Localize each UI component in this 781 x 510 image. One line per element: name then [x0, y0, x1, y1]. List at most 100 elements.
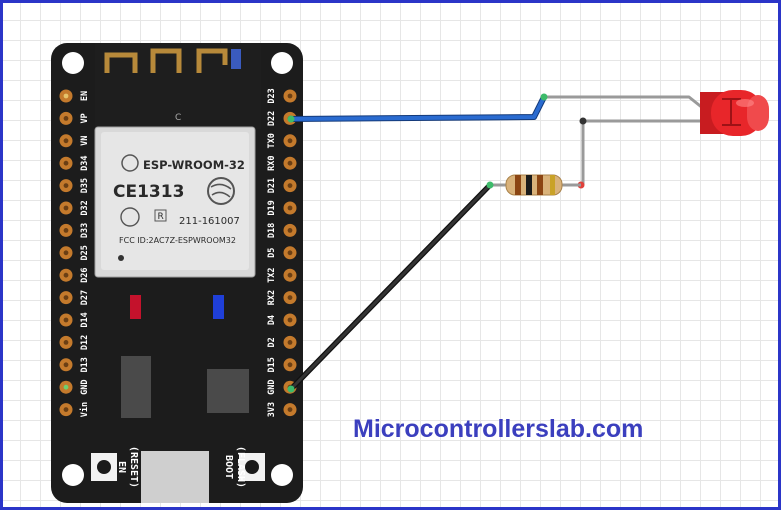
right-pin-d22-label: D22	[267, 111, 277, 126]
red-led[interactable]	[700, 90, 769, 136]
left-pin-d25-hole	[63, 250, 69, 256]
left-pin-d35-hole	[63, 183, 69, 189]
power-led	[130, 295, 141, 319]
r-mark: R	[158, 212, 164, 222]
left-pin-vn-label: VN	[80, 136, 90, 146]
left-pin-vp-hole	[63, 116, 69, 121]
right-pin-d21-label: D21	[267, 178, 277, 193]
onboard-blue-led	[213, 295, 224, 319]
resistor-ground-junction	[486, 181, 494, 189]
esp32-board: C ESP-WROOM-32 CE1313 R 211-161007 FCC I…	[51, 43, 303, 503]
pin1-marker	[118, 255, 124, 261]
left-pin-d33-label: D33	[80, 223, 90, 238]
ground-wire[interactable]	[289, 183, 492, 391]
left-pin-d26-label: D26	[80, 268, 90, 283]
left-pin-d33-hole	[63, 228, 69, 233]
left-pin-vn-hole	[63, 138, 69, 144]
left-pin-d32-hole	[63, 205, 69, 211]
boot-button[interactable]	[245, 460, 259, 474]
mount-hole-top-right	[271, 52, 293, 74]
signal-wire-d22[interactable]	[289, 95, 546, 121]
resistor[interactable]	[505, 174, 563, 196]
pcb-antenna-trace	[104, 48, 228, 73]
right-pin-tx2-label: TX2	[267, 268, 277, 283]
right-pin-rx2-hole	[287, 295, 293, 300]
r-mark-box	[154, 209, 167, 222]
usb-connector	[141, 451, 209, 503]
giteki-mark-icon	[120, 207, 140, 227]
left-pin-d13-label: D13	[80, 357, 90, 372]
voltage-regulator-chip	[121, 356, 151, 418]
right-pin-tx2-hole	[287, 272, 293, 278]
resistor-band-1	[515, 175, 521, 195]
left-pin-d13-hole	[63, 362, 69, 368]
left-pin-en-label: EN	[80, 91, 90, 101]
mount-hole-bottom-left	[62, 464, 84, 486]
left-pin-d34-label: D34	[80, 156, 90, 171]
chip-model: ESP-WROOM-32	[143, 158, 245, 172]
left-pin-d34-hole	[63, 160, 69, 166]
led-highlight	[736, 99, 754, 107]
right-pin-rx0-hole	[287, 160, 293, 166]
right-pin-header: D23D22TX0RX0D21D19D18D5TX2RX2D4D2D15GND3…	[267, 88, 297, 417]
left-pin-d35-label: D35	[80, 178, 90, 193]
watermark-text: Microcontrollerslab.com	[353, 415, 644, 443]
right-pin-d21-hole	[287, 183, 293, 189]
right-pin-tx0-label: TX0	[267, 133, 277, 148]
diagram-canvas: C ESP-WROOM-32 CE1313 R 211-161007 FCC I…	[51, 43, 769, 503]
espressif-badge-wave-icon	[210, 183, 232, 198]
left-pin-vp-label: VP	[80, 113, 90, 123]
right-pin-gnd-label: GND	[267, 380, 277, 395]
right-pin-rx2-label: RX2	[267, 290, 277, 305]
right-pin-3v3-label: 3V3	[267, 402, 277, 417]
right-pin-d23-hole	[287, 93, 293, 99]
led-cathode-leg	[581, 119, 702, 185]
left-pin-en-hole	[63, 93, 69, 99]
espressif-badge-icon	[207, 177, 235, 205]
led-die-icon	[722, 98, 741, 126]
right-pin-d15-label: D15	[267, 357, 277, 372]
resistor-band-tolerance	[550, 175, 555, 195]
right-pin-d5-hole	[287, 250, 293, 256]
left-pin-d12-label: D12	[80, 335, 90, 350]
wires	[287, 93, 705, 393]
espressif-logo-icon	[121, 154, 139, 172]
right-pin-3v3-hole	[287, 407, 293, 412]
led-anode-leg	[544, 95, 705, 111]
boot-button-label: BOOT	[223, 455, 234, 479]
mount-hole-bottom-right	[271, 464, 293, 486]
right-pin-d4-hole	[287, 317, 293, 323]
gnd-pin-junction	[287, 385, 295, 393]
left-pin-d25-label: D25	[80, 245, 90, 260]
usb-uart-chip	[207, 369, 249, 413]
right-pin-d2-hole	[287, 340, 293, 345]
right-pin-d2-label: D2	[267, 337, 277, 347]
left-pin-gnd-label: GND	[80, 380, 90, 395]
left-pin-d26-hole	[63, 272, 69, 278]
en-button[interactable]	[97, 460, 111, 474]
right-pin-d18-hole	[287, 228, 293, 233]
antenna-mark: C	[175, 113, 181, 123]
left-pin-vin-label: Vin	[79, 402, 90, 417]
left-pin-d27-hole	[63, 295, 69, 300]
resistor-band-3	[537, 175, 543, 195]
right-pin-d19-hole	[287, 205, 293, 211]
resistor-band-2	[526, 175, 532, 195]
right-pin-d4-label: D4	[267, 315, 277, 325]
boot-button-sublabel: (FLASH)	[235, 446, 246, 488]
left-pin-d27-label: D27	[80, 290, 90, 305]
cert-code: CE1313	[113, 182, 184, 202]
approval-number: 211-161007	[179, 216, 240, 227]
left-pin-d32-label: D32	[80, 200, 90, 215]
mount-hole-top-left	[62, 52, 84, 74]
right-pin-tx0-hole	[287, 138, 293, 144]
left-pin-d14-label: D14	[80, 312, 90, 327]
en-button-sublabel: (RESET)	[128, 446, 139, 488]
right-pin-d15-hole	[287, 362, 293, 368]
right-pin-d23-label: D23	[267, 88, 277, 103]
right-pin-d18-label: D18	[267, 223, 277, 238]
cathode-junction	[579, 117, 587, 125]
left-pin-d14-hole	[63, 317, 69, 323]
